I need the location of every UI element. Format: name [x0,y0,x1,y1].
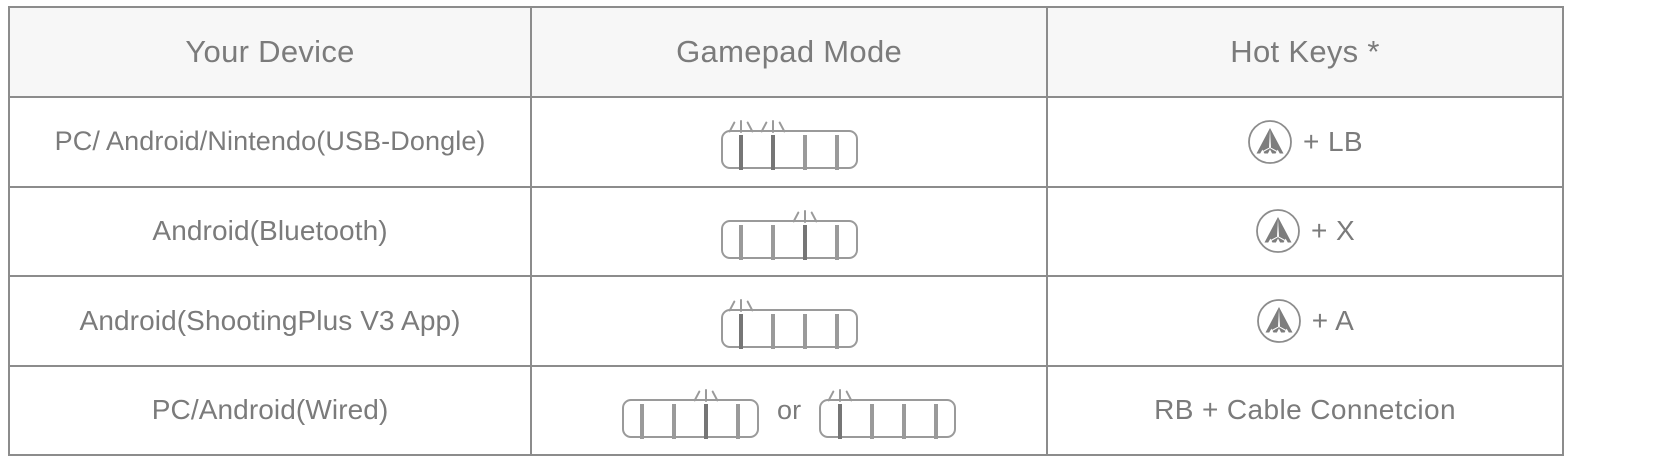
hot-key-label: RB + Cable Connetcion [1154,394,1456,426]
led-indicator-widget [720,293,858,350]
led-slot-4 [825,135,850,171]
led-indicator-widget [720,114,858,171]
device-cell: Android(Bluetooth) [7,185,533,277]
gamepad-mode-cell: or [530,364,1049,456]
led-blink-sparkle-icon [757,119,789,135]
led-1-on [739,135,744,171]
led-2-on [771,135,776,171]
led-slot-1 [728,120,754,171]
led-slot-4 [923,403,948,439]
gamesir-logo-icon [1256,209,1300,254]
led-separator-or: or [776,394,802,425]
led-slot-2 [761,314,786,350]
led-3-off [803,314,808,350]
hot-key-label: + A [1311,304,1355,336]
led-slot-4 [825,314,850,350]
led-3-off [901,403,906,439]
led-slot-1 [728,299,754,350]
led-slot-1 [630,403,655,439]
gamesir-logo-icon [1256,298,1301,343]
table-body: PC/ Android/Nintendo(USB-Dongle) + LB Andr… [7,96,1564,456]
table-row: PC/ Android/Nintendo(USB-Dongle) + LB [7,96,1564,188]
led-2-off [672,403,677,439]
led-1-off [739,224,744,260]
gamepad-mode-table: Your Device Gamepad Mode Hot Keys * PC/ … [7,6,1564,456]
hot-keys-cell: RB + Cable Connetcion [1046,364,1564,456]
led-indicator-widget [819,383,957,439]
gamepad-mode-cell [530,275,1049,367]
led-slot-3 [693,388,720,439]
led-indicator-widget [720,204,858,260]
device-cell: PC/Android(Wired) [7,364,533,456]
led-indicator-shell [720,299,858,350]
led-4-off [835,224,840,260]
gamepad-mode-cell [530,185,1049,277]
led-slot-2 [761,224,786,260]
hot-key-label: + X [1311,215,1356,247]
hot-key-combo: RB + Cable Connetcion [1054,394,1556,426]
led-slot-4 [825,224,850,260]
led-3-on [803,224,808,260]
led-1-off [640,403,645,439]
led-4-off [835,135,840,171]
led-slot-4 [726,403,751,439]
led-indicator-group [538,114,1040,171]
column-header-hot-keys: Hot Keys * [1046,6,1564,98]
table-header-row: Your Device Gamepad Mode Hot Keys * [7,6,1564,98]
led-slot-3 [793,314,818,350]
table-header: Your Device Gamepad Mode Hot Keys * [7,6,1564,98]
led-2-off [771,224,776,260]
led-slot-3 [891,403,916,439]
hot-keys-cell: + LB [1046,96,1564,188]
led-slot-3 [793,135,818,171]
led-blink-sparkle-icon [824,388,856,404]
led-4-off [736,403,741,439]
gamesir-logo-button-icon [1247,119,1293,165]
led-2-off [869,403,874,439]
hot-keys-cell: + X [1046,185,1564,277]
led-indicator-group: or [538,383,1040,439]
hot-key-combo: + LB [1054,119,1556,165]
led-4-off [835,314,840,350]
device-cell: Android(ShootingPlus V3 App) [7,275,533,367]
led-slot-3 [792,209,818,260]
led-2-off [771,314,776,350]
table-row: Android(Bluetooth) + X [7,185,1564,277]
led-3-on [704,403,709,439]
table-row: PC/Android(Wired) or RB + Cable Connetcion [7,364,1564,456]
gamesir-logo-icon [1248,119,1292,164]
led-indicator-widget [621,383,759,439]
compatibility-table-container: Your Device Gamepad Mode Hot Keys * PC/ … [7,6,1564,456]
led-1-on [739,314,744,350]
led-indicator-shell [819,388,957,439]
led-slot-2 [859,403,884,439]
led-blink-sparkle-icon [725,119,757,135]
table-row: Android(ShootingPlus V3 App) + A [7,275,1564,367]
led-slot-2 [760,120,786,171]
hot-key-label: + LB [1303,125,1364,157]
hot-key-combo: + X [1054,208,1556,254]
led-slot-1 [729,224,754,260]
gamesir-logo-button-icon [1256,298,1302,344]
device-cell: PC/ Android/Nintendo(USB-Dongle) [7,96,533,188]
led-1-on [837,403,842,439]
led-indicator-shell [720,120,858,171]
led-indicator-group [538,293,1040,350]
gamepad-mode-cell [530,96,1049,188]
column-header-gamepad-mode: Gamepad Mode [530,6,1049,98]
hot-keys-cell: + A [1046,275,1564,367]
led-indicator-group [538,204,1040,260]
led-slot-1 [827,388,853,439]
led-4-off [933,403,938,439]
led-indicator-shell [621,388,759,439]
led-indicator-shell [720,209,858,260]
led-3-off [803,135,808,171]
led-slot-2 [662,403,687,439]
led-blink-sparkle-icon [690,388,722,404]
led-blink-sparkle-icon [789,209,821,225]
led-blink-sparkle-icon [725,298,757,314]
gamesir-logo-button-icon [1255,208,1301,254]
hot-key-combo: + A [1054,298,1556,344]
column-header-your-device: Your Device [7,6,533,98]
